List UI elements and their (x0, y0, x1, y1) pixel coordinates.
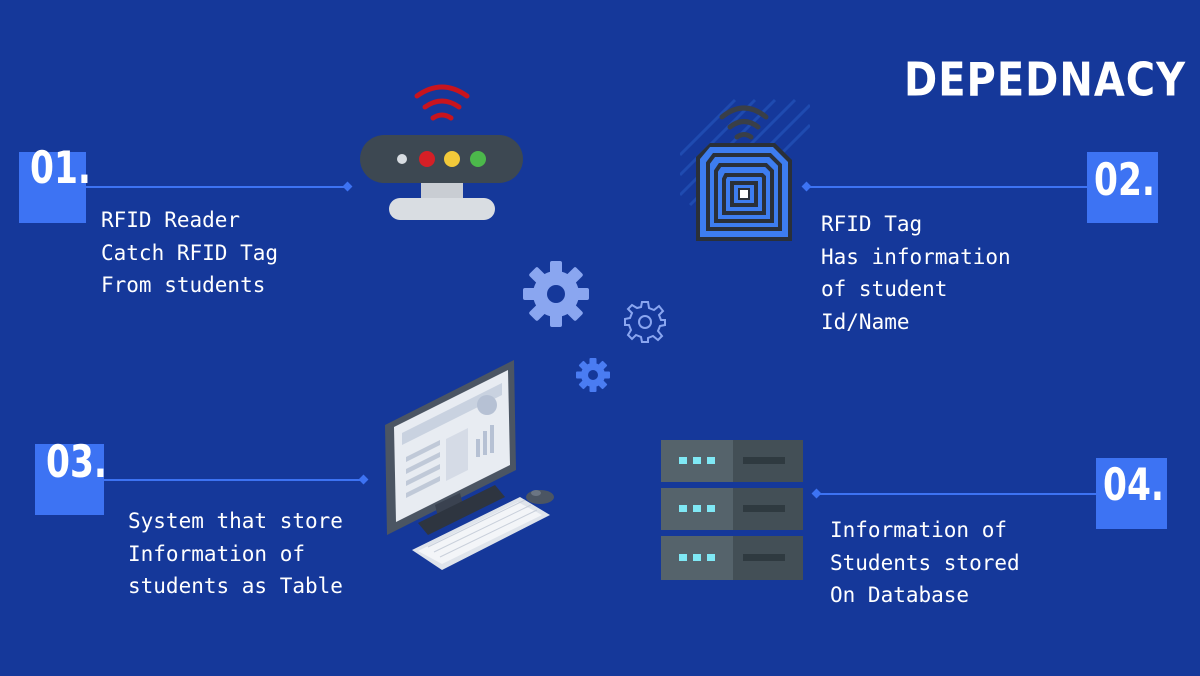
step-1-connector (86, 186, 348, 188)
step-3-line-3: students as Table (128, 574, 343, 598)
step-2-line-1: RFID Tag (821, 212, 923, 236)
gear-icon-outline (624, 301, 666, 343)
step-3-connector (104, 479, 364, 481)
gear-icon-small (576, 358, 610, 392)
gear-icon-large (523, 261, 589, 327)
step-2-number: 02. (1094, 153, 1156, 206)
step-4-number: 04. (1103, 458, 1165, 511)
step-2-badge (1087, 152, 1158, 223)
step-1-number: 01. (30, 141, 92, 194)
step-1-line-1: RFID Reader (101, 208, 241, 232)
step-1-line-2: Catch RFID Tag (101, 240, 279, 265)
step-2-line-4: Id/Name (821, 309, 910, 334)
step-2-connector (808, 186, 1087, 188)
step-4-description: Information of Students stored On Databa… (830, 514, 1020, 612)
step-1-badge (19, 152, 86, 223)
rfid-tag-icon (680, 98, 810, 241)
step-4-line-1: Information of (830, 518, 1008, 542)
step-4-badge (1096, 458, 1167, 529)
computer-icon (385, 360, 554, 570)
rfid-reader-icon (360, 84, 523, 220)
step-2-description: RFID Tag Has information of student Id/N… (821, 208, 1011, 338)
step-3-number: 03. (46, 435, 108, 488)
step-2-line-2: Has information (821, 244, 1011, 269)
step-4-line-2: Students stored (830, 550, 1020, 575)
step-1-line-3: From students (101, 273, 266, 297)
step-3-line-1: System that store (128, 509, 343, 533)
step-4-line-3: On Database (830, 583, 970, 607)
step-3-line-2: Information of (128, 541, 306, 566)
step-1-connector-dot (342, 181, 353, 192)
step-2-line-3: of student (821, 277, 948, 301)
step-4-connector (818, 493, 1096, 495)
step-3-badge (35, 444, 104, 515)
slide-title: DEPEDNACY (904, 54, 1187, 107)
step-4-connector-dot (811, 488, 822, 499)
step-1-description: RFID Reader Catch RFID Tag From students (101, 204, 278, 302)
step-3-connector-dot (358, 474, 369, 485)
step-3-description: System that store Information of student… (128, 505, 343, 603)
database-server-icon (661, 440, 803, 580)
